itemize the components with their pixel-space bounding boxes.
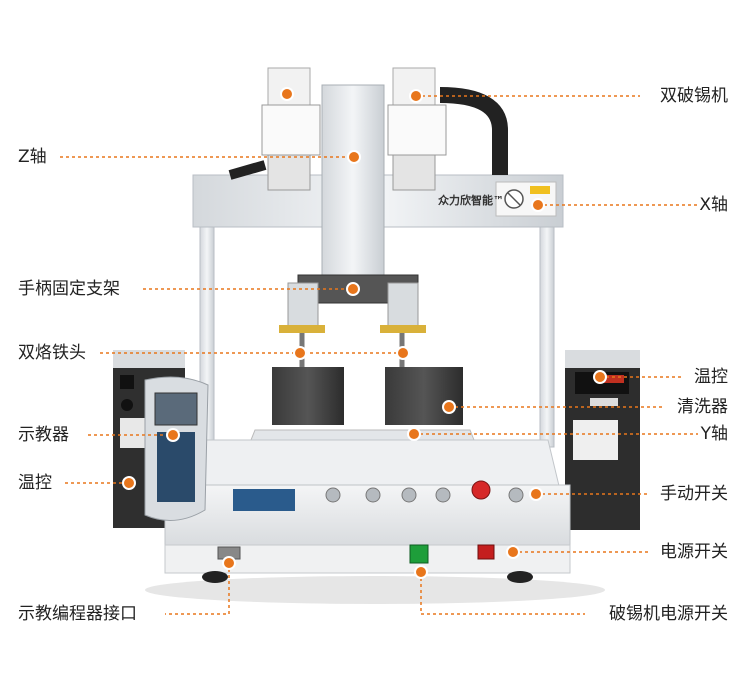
tin-breaker-right (387, 67, 447, 191)
label-x-axis: X轴 (699, 195, 728, 215)
cleaner-left (272, 367, 344, 425)
label-dual-iron-tips: 双烙铁头 (18, 343, 86, 363)
soldering-heads (279, 274, 426, 380)
label-power-switch: 电源开关 (660, 542, 728, 562)
label-dual-tin-breaker: 双破锡机 (660, 86, 728, 106)
tin-breaker-left (261, 67, 321, 191)
label-y-axis: Y轴 (700, 424, 728, 444)
label-cleaner: 清洗器 (677, 397, 728, 417)
label-manual-switch: 手动开关 (660, 484, 728, 504)
teach-pendant-device (144, 376, 209, 521)
brand-logo-text: 众力欣智能™ (438, 194, 504, 207)
label-temp-control-right: 温控 (694, 367, 728, 387)
label-pendant-port: 示教编程器接口 (18, 604, 137, 624)
label-tin-breaker-power-switch: 破锡机电源开关 (609, 604, 728, 624)
label-teach-pendant: 示教器 (18, 425, 69, 445)
label-temp-control-left: 温控 (18, 473, 52, 493)
z-axis-column (321, 84, 385, 276)
cleaner-right (385, 367, 463, 425)
floor-shadow (145, 576, 605, 604)
label-handle-bracket: 手柄固定支架 (18, 279, 120, 299)
label-z-axis: Z轴 (18, 147, 47, 167)
cable-chain (439, 87, 508, 175)
leader-lines (60, 95, 698, 615)
callout-dots (122, 87, 607, 579)
